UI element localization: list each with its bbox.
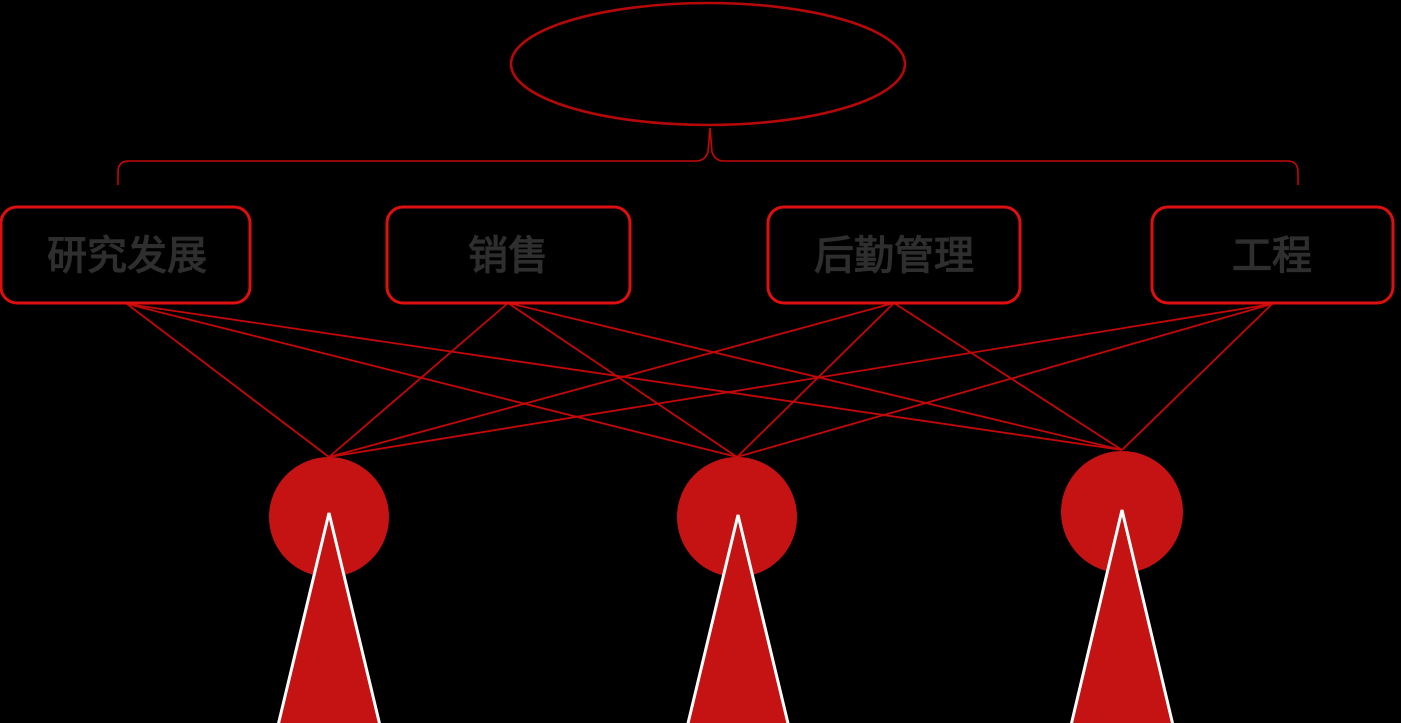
connector-line bbox=[328, 302, 509, 458]
department-box bbox=[385, 205, 632, 305]
department-node-logistics-management: 后勤管理 bbox=[766, 205, 1022, 305]
root-node-ellipse bbox=[509, 1, 907, 127]
department-label: 后勤管理 bbox=[814, 234, 974, 278]
connector-line bbox=[328, 303, 1273, 458]
connector-line bbox=[507, 302, 1123, 451]
connector-line bbox=[893, 302, 1123, 451]
department-box bbox=[1150, 205, 1395, 305]
department-label: 工程 bbox=[1232, 234, 1312, 278]
department-node-sales: 销售 bbox=[385, 205, 632, 305]
connector-line bbox=[1121, 303, 1273, 451]
connector-line bbox=[328, 302, 895, 458]
department-label: 销售 bbox=[468, 234, 548, 278]
connector-line bbox=[736, 303, 1273, 458]
beacon-triangle-icon bbox=[686, 514, 790, 723]
beacon-marker-2 bbox=[677, 457, 797, 723]
beacon-triangle-icon bbox=[1070, 509, 1174, 723]
connector-lines bbox=[126, 302, 1273, 458]
department-box bbox=[0, 205, 252, 305]
connector-line bbox=[507, 302, 738, 458]
connector-line bbox=[736, 302, 895, 458]
department-box bbox=[766, 205, 1022, 305]
beacon-marker-3 bbox=[1061, 451, 1183, 723]
beacon-marker-1 bbox=[269, 457, 389, 723]
department-node-engineering: 工程 bbox=[1150, 205, 1395, 305]
connector-line bbox=[126, 303, 738, 458]
department-node-research-development: 研究发展 bbox=[0, 205, 252, 305]
brace-connector bbox=[117, 127, 1299, 185]
department-label: 研究发展 bbox=[47, 234, 207, 278]
beacon-triangle-icon bbox=[277, 512, 381, 723]
connector-line bbox=[126, 303, 330, 458]
